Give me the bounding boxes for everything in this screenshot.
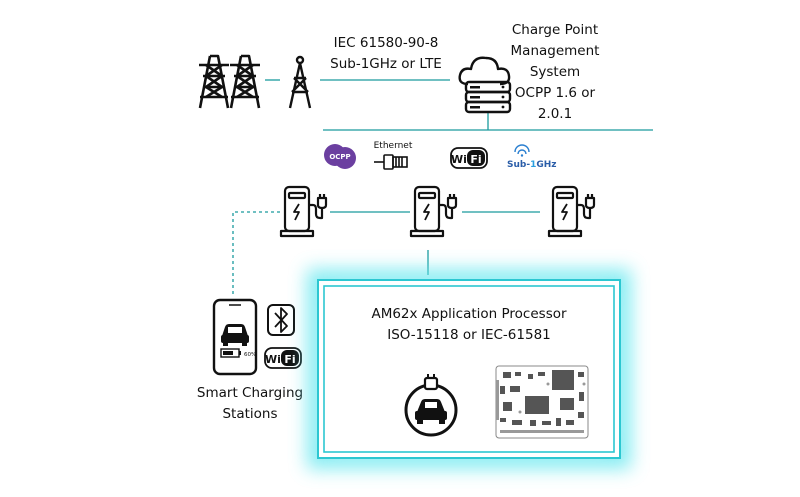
svg-text:Fi: Fi xyxy=(470,153,481,166)
processor-subtitle: ISO-15118 or IEC-61581 xyxy=(387,327,551,343)
svg-text:System: System xyxy=(530,64,580,80)
connection-lines xyxy=(232,79,653,297)
svg-text:OCPP: OCPP xyxy=(329,153,350,161)
wifi-logo-icon: Wi Fi xyxy=(450,147,488,169)
svg-text:Wi: Wi xyxy=(451,153,467,166)
bluetooth-icon xyxy=(267,304,295,336)
charging-station-icon xyxy=(279,185,328,238)
cloud-server-icon xyxy=(458,56,512,114)
svg-text:Management: Management xyxy=(511,43,600,59)
battery-icon: 60% xyxy=(220,348,256,358)
sub1ghz-logo-icon: Sub-1GHz xyxy=(507,144,557,170)
cpms-label: Charge Point Management System OCPP 1.6 … xyxy=(511,22,600,122)
svg-text:Sub-1GHz: Sub-1GHz xyxy=(507,160,557,170)
smart-charging-label-line1: Smart Charging xyxy=(197,385,303,401)
ethernet-icon: Ethernet xyxy=(374,141,413,170)
svg-text:Ethernet: Ethernet xyxy=(374,141,413,151)
svg-text:Charge Point: Charge Point xyxy=(512,22,598,38)
svg-text:60%: 60% xyxy=(244,352,256,358)
wifi-logo-icon: Wi Fi xyxy=(264,347,302,369)
svg-text:Fi: Fi xyxy=(284,353,295,366)
car-icon xyxy=(221,324,249,346)
ev-charging-car-icon xyxy=(404,374,458,437)
charging-station-icon xyxy=(547,185,596,238)
circuit-board-image xyxy=(495,365,589,439)
power-tower-icon xyxy=(198,54,261,109)
link-label-line1: IEC 61580-90-8 xyxy=(334,35,439,51)
svg-text:Wi: Wi xyxy=(265,353,281,366)
svg-text:OCPP 1.6 or: OCPP 1.6 or xyxy=(515,85,596,101)
svg-text:2.0.1: 2.0.1 xyxy=(538,106,572,122)
link-label-line2: Sub-1GHz or LTE xyxy=(330,56,442,72)
processor-title: AM62x Application Processor xyxy=(371,306,567,322)
antenna-tower-icon xyxy=(288,55,312,109)
smartphone-icon: 60% xyxy=(212,298,258,376)
smart-charging-label-line2: Stations xyxy=(222,406,277,422)
charging-station-icon xyxy=(409,185,458,238)
ocpp-logo-icon: OCPP xyxy=(324,144,356,169)
server-leds xyxy=(470,85,505,109)
